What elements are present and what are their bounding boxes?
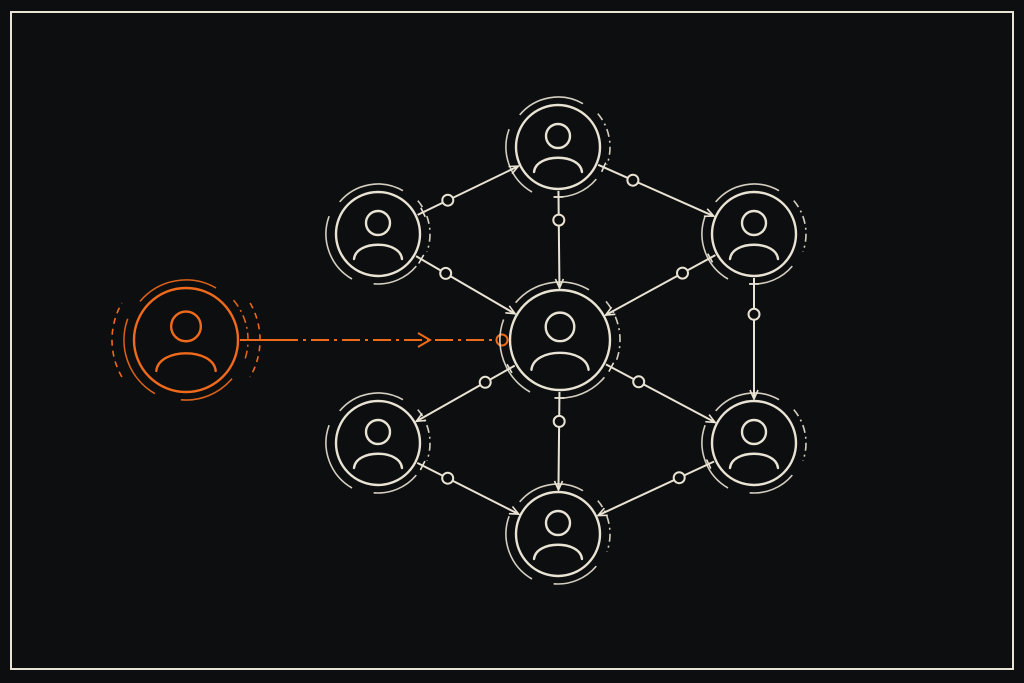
connector-dot (478, 375, 492, 389)
connector-dot (552, 414, 566, 428)
node-lower-left (325, 392, 431, 494)
arrow-icon (417, 332, 432, 348)
connector-dot (747, 307, 761, 321)
connection-upper-left-hub (415, 254, 517, 315)
node-upper-right (701, 183, 807, 285)
user-icon (352, 209, 404, 261)
connector-dot (676, 266, 689, 280)
connection-top-upper-right (597, 162, 716, 218)
connector-dot (439, 266, 453, 280)
user-icon (728, 418, 780, 470)
user-icon (155, 310, 217, 373)
user-icon (728, 209, 780, 261)
connection-hub-lower-right (605, 362, 717, 424)
nodes-layer (111, 96, 807, 585)
connection-outsider-hub (240, 332, 509, 348)
connector-dot (626, 173, 640, 187)
connection-lower-left-bottom (416, 460, 521, 516)
node-hub (499, 281, 621, 399)
connection-upper-right-hub (603, 253, 716, 317)
connector-dot (441, 471, 455, 485)
edges-layer (240, 162, 761, 517)
user-icon (532, 122, 584, 174)
user-icon (532, 509, 584, 561)
connector-dot (495, 333, 509, 347)
user-icon (530, 311, 590, 371)
connector-dot (632, 375, 646, 389)
connector-dot (552, 213, 566, 227)
connection-upper-right-lower-right (747, 278, 761, 401)
user-icon (352, 418, 404, 470)
connector-dot (441, 193, 455, 207)
connection-lower-right-bottom (596, 459, 715, 517)
connection-hub-bottom (552, 391, 566, 492)
node-lower-right (701, 392, 807, 494)
connection-hub-lower-left (414, 363, 516, 423)
connector-dot (672, 471, 686, 485)
diagram-frame (10, 11, 1014, 670)
connection-top-hub (552, 190, 566, 290)
node-bottom (505, 483, 611, 585)
connection-upper-left-top (417, 165, 521, 218)
node-upper-left (325, 183, 431, 285)
node-top (505, 96, 611, 198)
node-outsider (111, 279, 261, 401)
